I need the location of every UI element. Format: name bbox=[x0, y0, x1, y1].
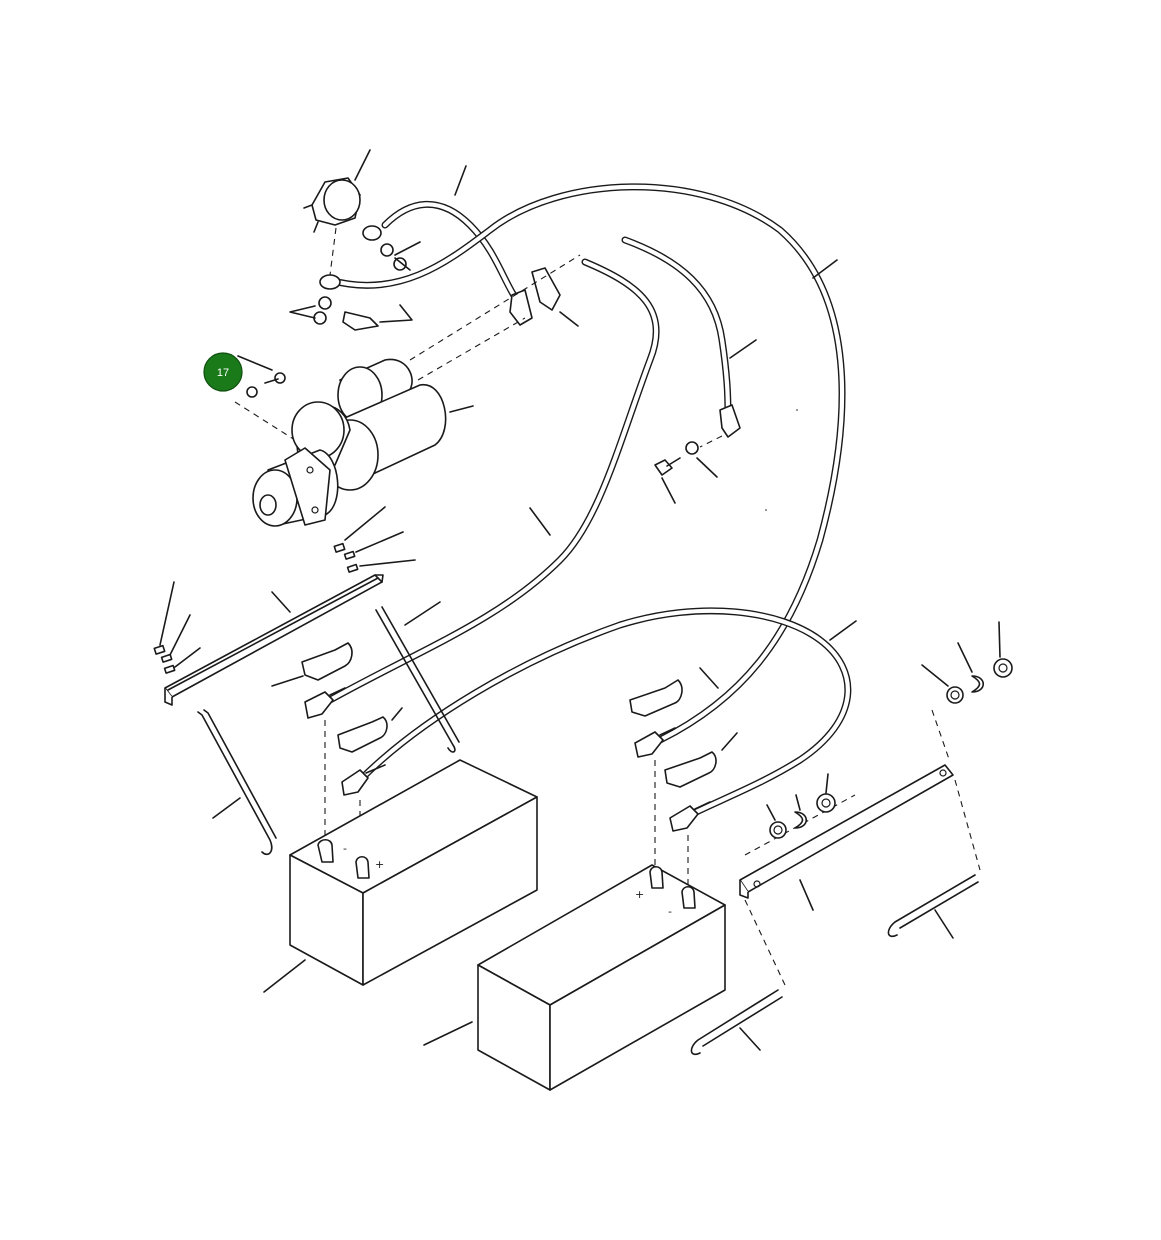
battery-cables bbox=[326, 183, 852, 819]
battery-right-positive-mark: + bbox=[635, 888, 644, 901]
j-bolt-right-lower bbox=[690, 989, 783, 1056]
cable-boot bbox=[509, 267, 579, 327]
hold-down-bar-right bbox=[739, 764, 954, 911]
terminal-boots-right bbox=[629, 667, 738, 788]
terminal-clamps-right bbox=[634, 727, 711, 832]
starter-bolt bbox=[237, 355, 286, 398]
magnetic-switch bbox=[303, 149, 371, 233]
hold-down-bar-left bbox=[164, 574, 384, 706]
starter-motor bbox=[252, 358, 474, 527]
nuts-washers-right bbox=[766, 621, 1013, 839]
tie-rod bbox=[375, 601, 460, 753]
battery-left: - + bbox=[263, 759, 538, 993]
callout-17[interactable]: 17 bbox=[203, 352, 243, 392]
j-bolt-right-upper bbox=[887, 874, 979, 939]
callout-17-label: 17 bbox=[217, 367, 229, 379]
battery-right-negative-mark: - bbox=[668, 905, 672, 918]
ground-hardware bbox=[654, 259, 838, 504]
terminal-hardware bbox=[289, 165, 467, 331]
battery-right: + - bbox=[423, 864, 726, 1091]
terminal-boots-left bbox=[271, 642, 403, 753]
terminal-clamps-left bbox=[304, 687, 386, 796]
battery-left-negative-mark: - bbox=[343, 842, 347, 855]
j-bolt-left bbox=[197, 709, 277, 856]
spacers bbox=[153, 506, 416, 674]
battery-left-positive-mark: + bbox=[375, 858, 384, 871]
